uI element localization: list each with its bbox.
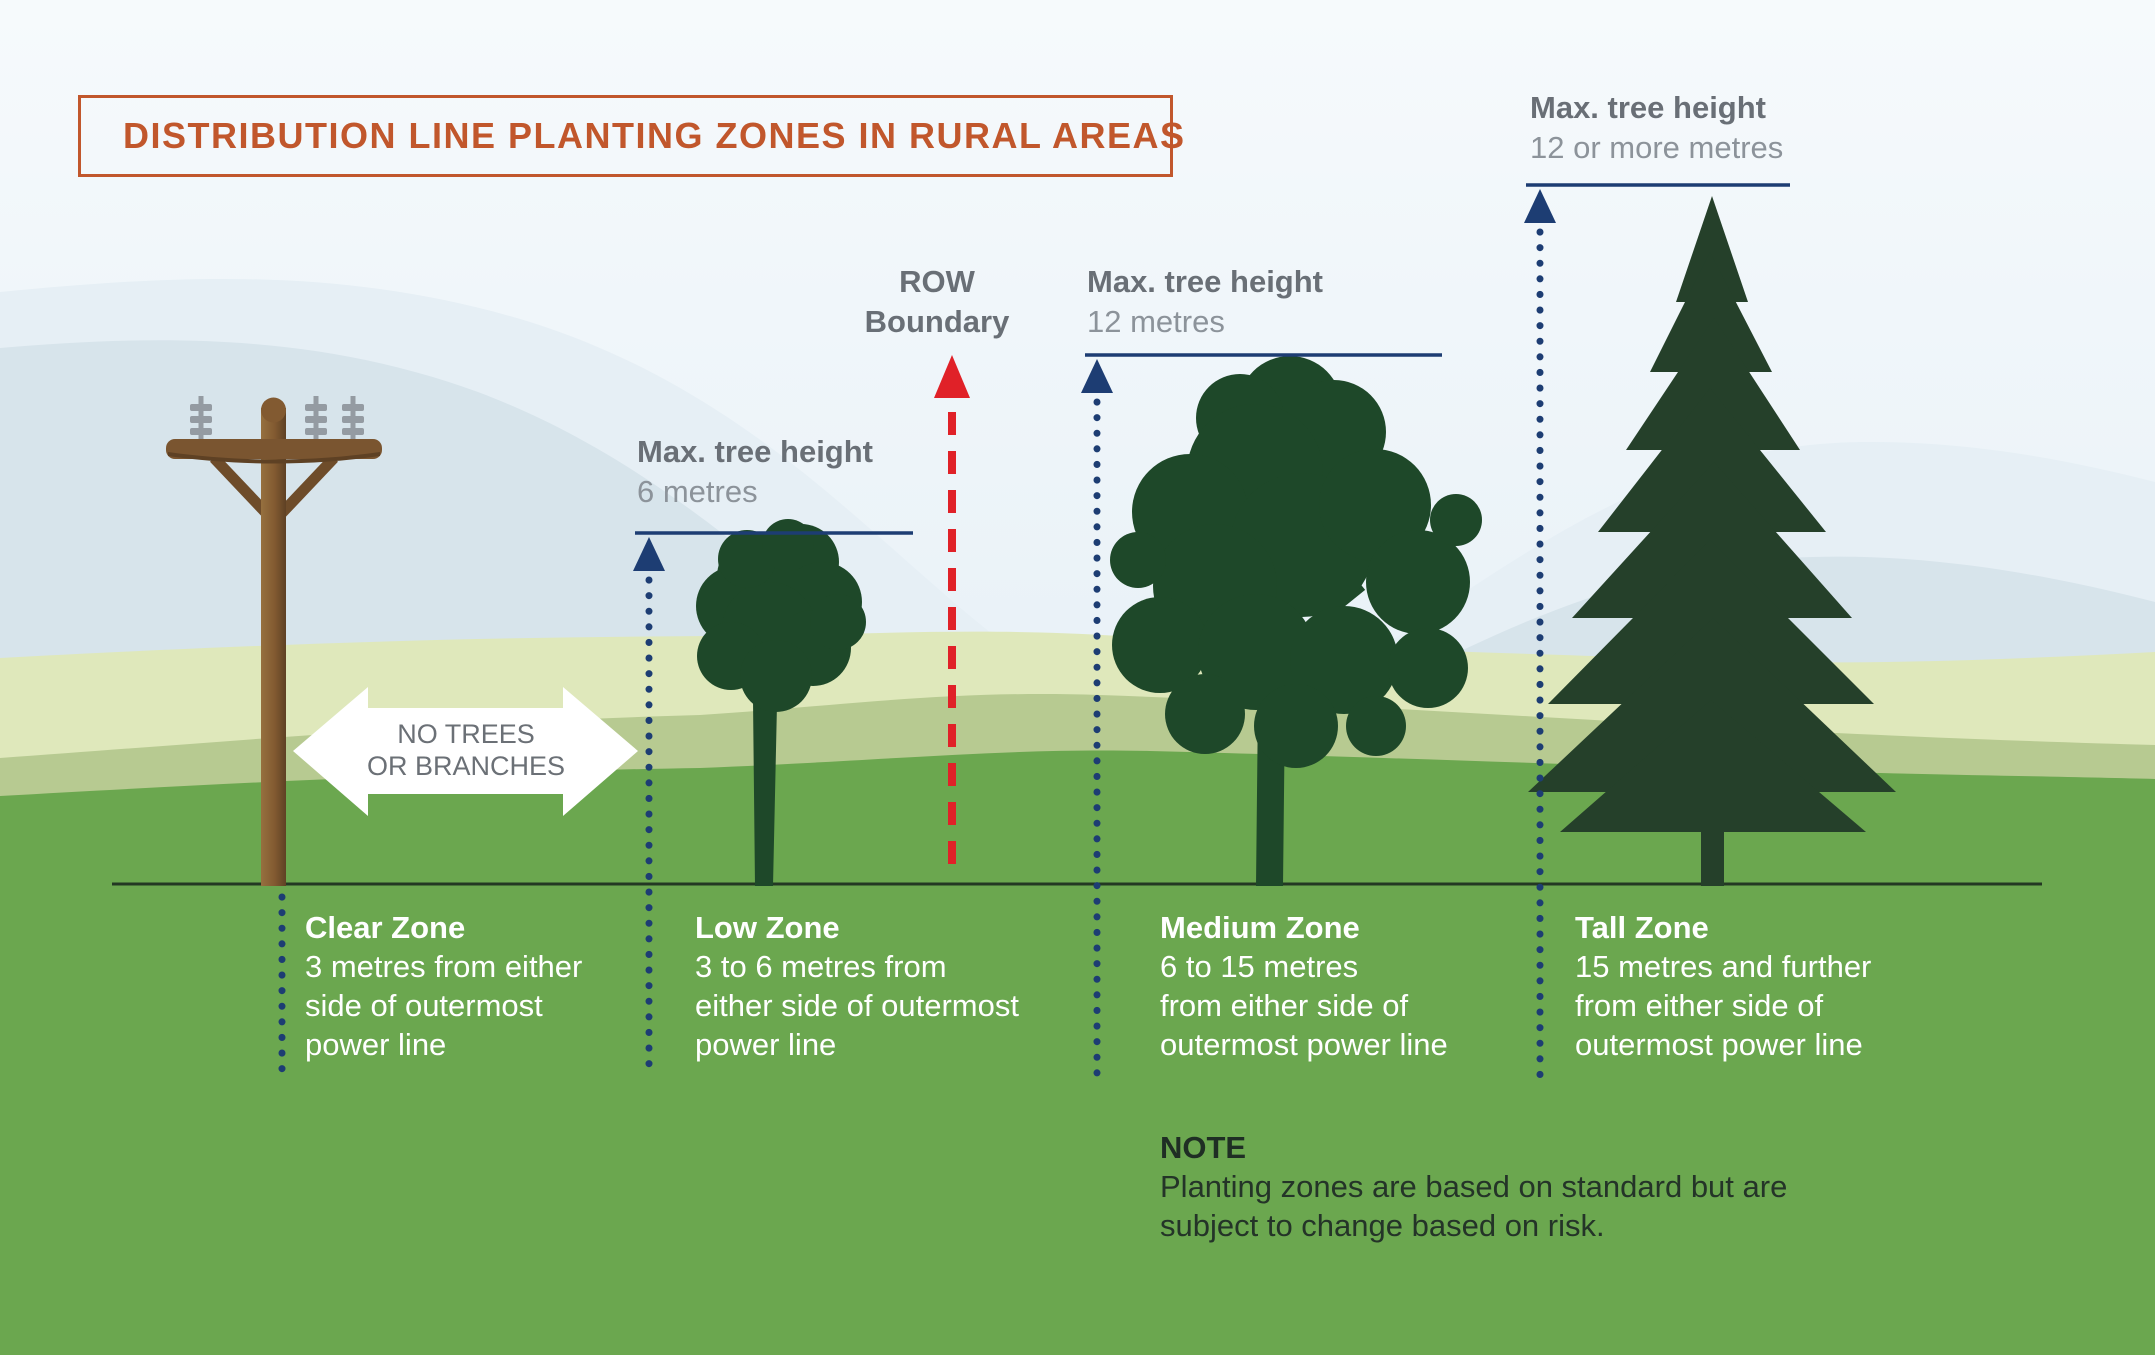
height-label-value: 12 metres [1087, 304, 1225, 339]
zone-desc-line: either side of outermost [695, 988, 1019, 1023]
height-label-title: Max. tree height [1530, 90, 1766, 125]
height-label-value: 6 metres [637, 474, 758, 509]
pole-crossarm [166, 439, 382, 459]
note-block: NOTE Planting zones are based on standar… [1160, 1128, 1787, 1245]
zone-desc-line: 3 metres from either [305, 949, 583, 984]
row-boundary-label: ROW Boundary [837, 262, 1037, 342]
note-heading: NOTE [1160, 1130, 1247, 1165]
zone-desc-line: 15 metres and further [1575, 949, 1872, 984]
height-label-12plus: Max. tree height 12 or more metres [1530, 88, 1783, 168]
up-arrow-icon [1524, 189, 1556, 223]
note-line: subject to change based on risk. [1160, 1208, 1605, 1243]
pole-cap [261, 397, 286, 423]
up-arrow-icon [934, 355, 970, 398]
height-label-title: Max. tree height [1087, 264, 1323, 299]
height-label-6m: Max. tree height 6 metres [637, 432, 873, 512]
pole-brace [276, 454, 338, 519]
zone-name: Medium Zone [1160, 910, 1360, 945]
up-arrow-icon [633, 537, 665, 571]
marker-12plus [1524, 183, 1790, 1082]
pole-mast [261, 408, 286, 886]
zone-desc-line: 3 to 6 metres from [695, 949, 947, 984]
height-label-value: 12 or more metres [1530, 130, 1784, 165]
zone-desc-line: 6 to 15 metres [1160, 949, 1359, 984]
clearance-line-2: OR BRANCHES [366, 751, 566, 781]
title-box: DISTRIBUTION LINE PLANTING ZONES IN RURA… [78, 95, 1184, 177]
clearance-double-arrow [293, 687, 638, 816]
tree-medium-zone [1110, 356, 1482, 886]
row-boundary-arrow [934, 355, 970, 878]
zone-desc-line: outermost power line [1160, 1027, 1448, 1062]
tree-tall-zone [1528, 196, 1896, 886]
zone-name: Low Zone [695, 910, 840, 945]
marker-12m [1081, 353, 1442, 1082]
tree-low-zone [696, 519, 866, 886]
utility-pole [166, 396, 382, 886]
pole-brace [210, 454, 272, 519]
clearance-line-1: NO TREES [397, 719, 535, 749]
ground [0, 750, 2155, 1355]
up-arrow-icon [1081, 359, 1113, 393]
page-title: DISTRIBUTION LINE PLANTING ZONES IN RURA… [123, 115, 1186, 156]
height-label-title: Max. tree height [637, 434, 873, 469]
zone-desc-line: side of outermost [305, 988, 543, 1023]
zone-tall: Tall Zone 15 metres and further from eit… [1575, 908, 1871, 1064]
zone-desc-line: outermost power line [1575, 1027, 1863, 1062]
zone-name: Tall Zone [1575, 910, 1709, 945]
insulator-icon [190, 396, 364, 442]
row-line-1: ROW [899, 264, 975, 299]
pole-crossarm-shadow [168, 452, 380, 464]
clearance-arrow-text: NO TREES OR BRANCHES [305, 718, 627, 782]
height-label-12m: Max. tree height 12 metres [1087, 262, 1323, 342]
note-line: Planting zones are based on standard but… [1160, 1169, 1788, 1204]
zone-name: Clear Zone [305, 910, 466, 945]
zone-desc-line: from either side of [1575, 988, 1824, 1023]
marker-6m [633, 531, 913, 1082]
zone-desc-line: from either side of [1160, 988, 1409, 1023]
zone-medium: Medium Zone 6 to 15 metres from either s… [1160, 908, 1448, 1064]
zone-desc-line: power line [305, 1027, 447, 1062]
zone-clear: Clear Zone 3 metres from either side of … [305, 908, 582, 1064]
row-line-2: Boundary [864, 304, 1010, 339]
zone-low: Low Zone 3 to 6 metres from either side … [695, 908, 1019, 1064]
zone-desc-line: power line [695, 1027, 837, 1062]
